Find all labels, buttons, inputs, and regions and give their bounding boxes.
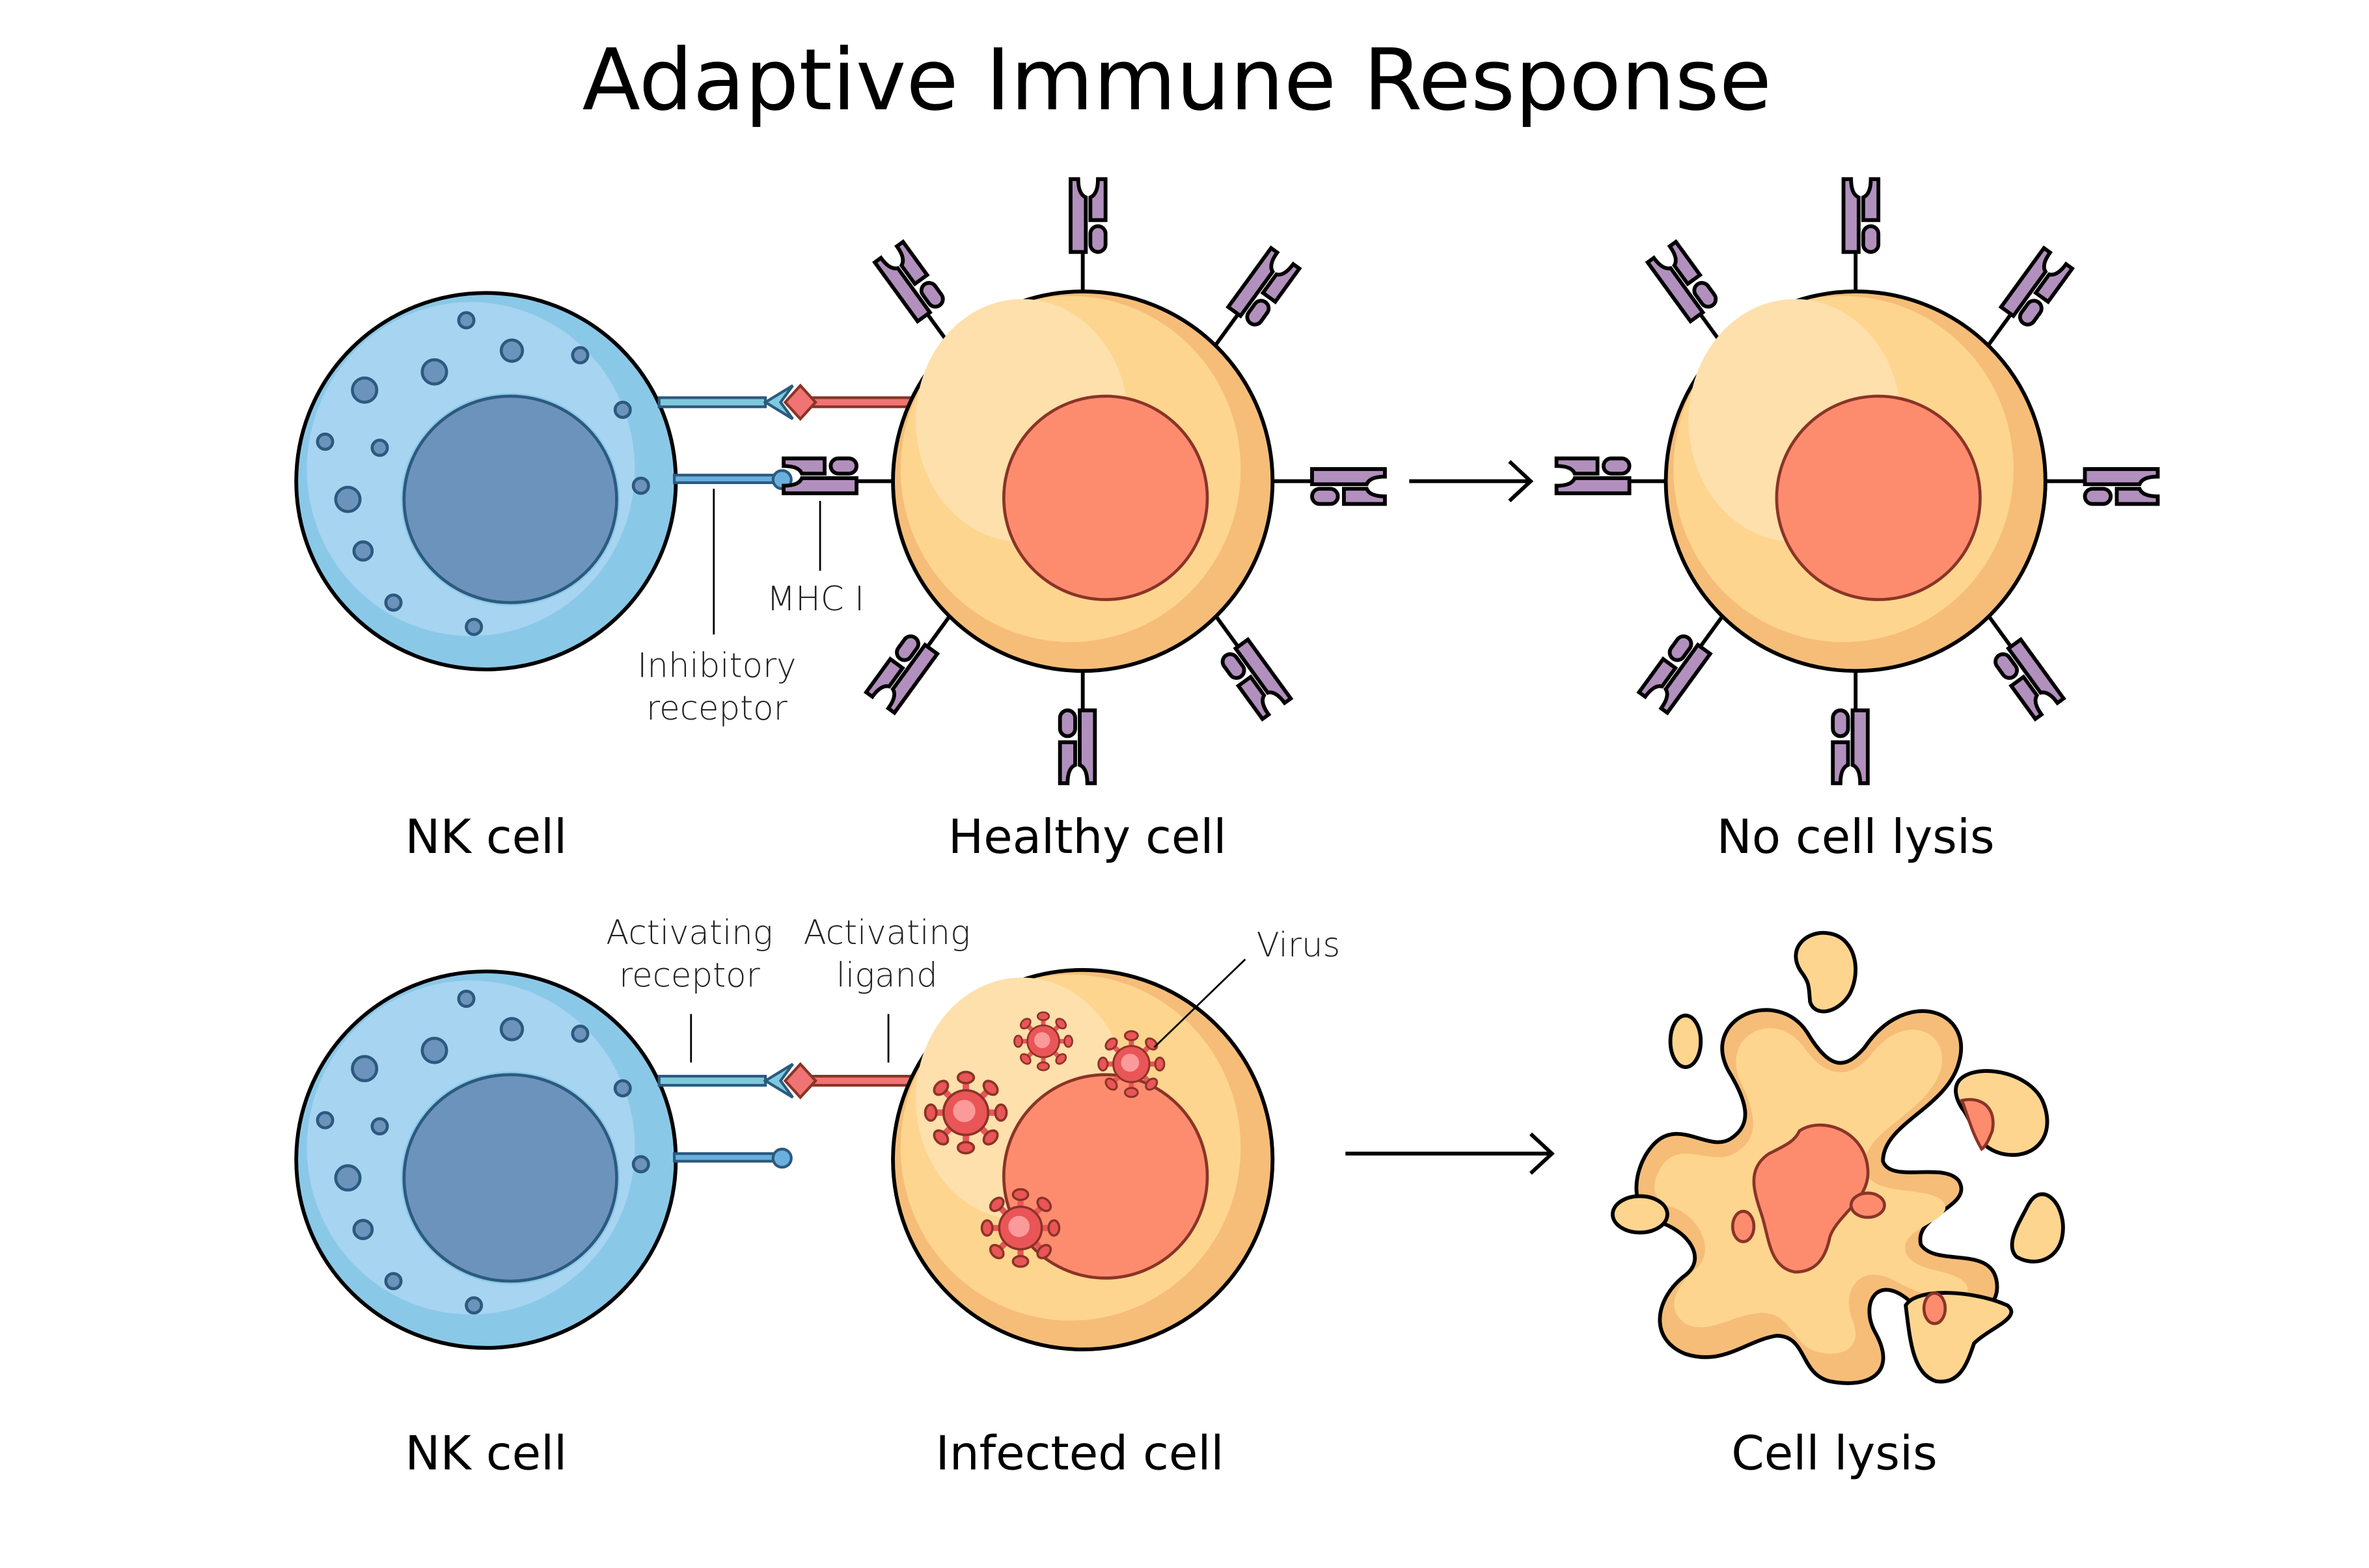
label-act-ligand-1: Activating [804,913,970,953]
label-inhibitory-1: Inhibitory [637,647,796,686]
virus-particle [1014,1012,1072,1070]
caption-infected-cell: Infected cell [936,1426,1224,1481]
label-virus: Virus [1257,926,1341,965]
arrow-bottom [1345,1132,1555,1175]
label-act-receptor-1: Activating [606,913,773,953]
label-act-ligand-2: ligand [836,956,938,995]
caption-nk-cell-top: NK cell [405,810,567,865]
caption-no-cell-lysis: No cell lysis [1717,810,1995,865]
inhibitory-receptor-bottom [673,1147,793,1169]
diagram-title: Adaptive Immune Response [582,31,1772,129]
unharmed-cell-nucleus [1775,394,1982,601]
caption-nk-cell-bottom: NK cell [405,1426,567,1481]
virus-particle [925,1072,1007,1154]
healthy-cell-nucleus [1002,394,1209,601]
caption-healthy-cell: Healthy cell [948,810,1227,865]
healthy-cell [784,179,1385,783]
virus-particle [1099,1031,1164,1097]
virus-particle [982,1189,1060,1267]
activating-receptor-bottom [657,1062,794,1099]
label-mhc: MHC I [767,580,864,619]
caption-cell-lysis: Cell lysis [1731,1426,1937,1481]
top-row: Inhibitory receptor MHC I [296,179,2157,865]
activating-ligand-bottom [783,1062,913,1100]
activating-ligand-top [783,383,913,422]
label-act-receptor-2: receptor [619,956,760,995]
infected-cell [893,970,1272,1349]
nk-cell-bottom [296,971,676,1348]
arrow-top [1409,460,1534,503]
infected-cell-nucleus [1002,1073,1209,1280]
nk-cell-top [296,293,676,669]
label-inhibitory-2: receptor [646,689,787,728]
unharmed-cell [1557,179,2158,783]
lysed-cell [1610,930,2065,1385]
bottom-row: Activating receptor Activating ligand [296,913,2065,1481]
activating-receptor-top [657,384,794,420]
